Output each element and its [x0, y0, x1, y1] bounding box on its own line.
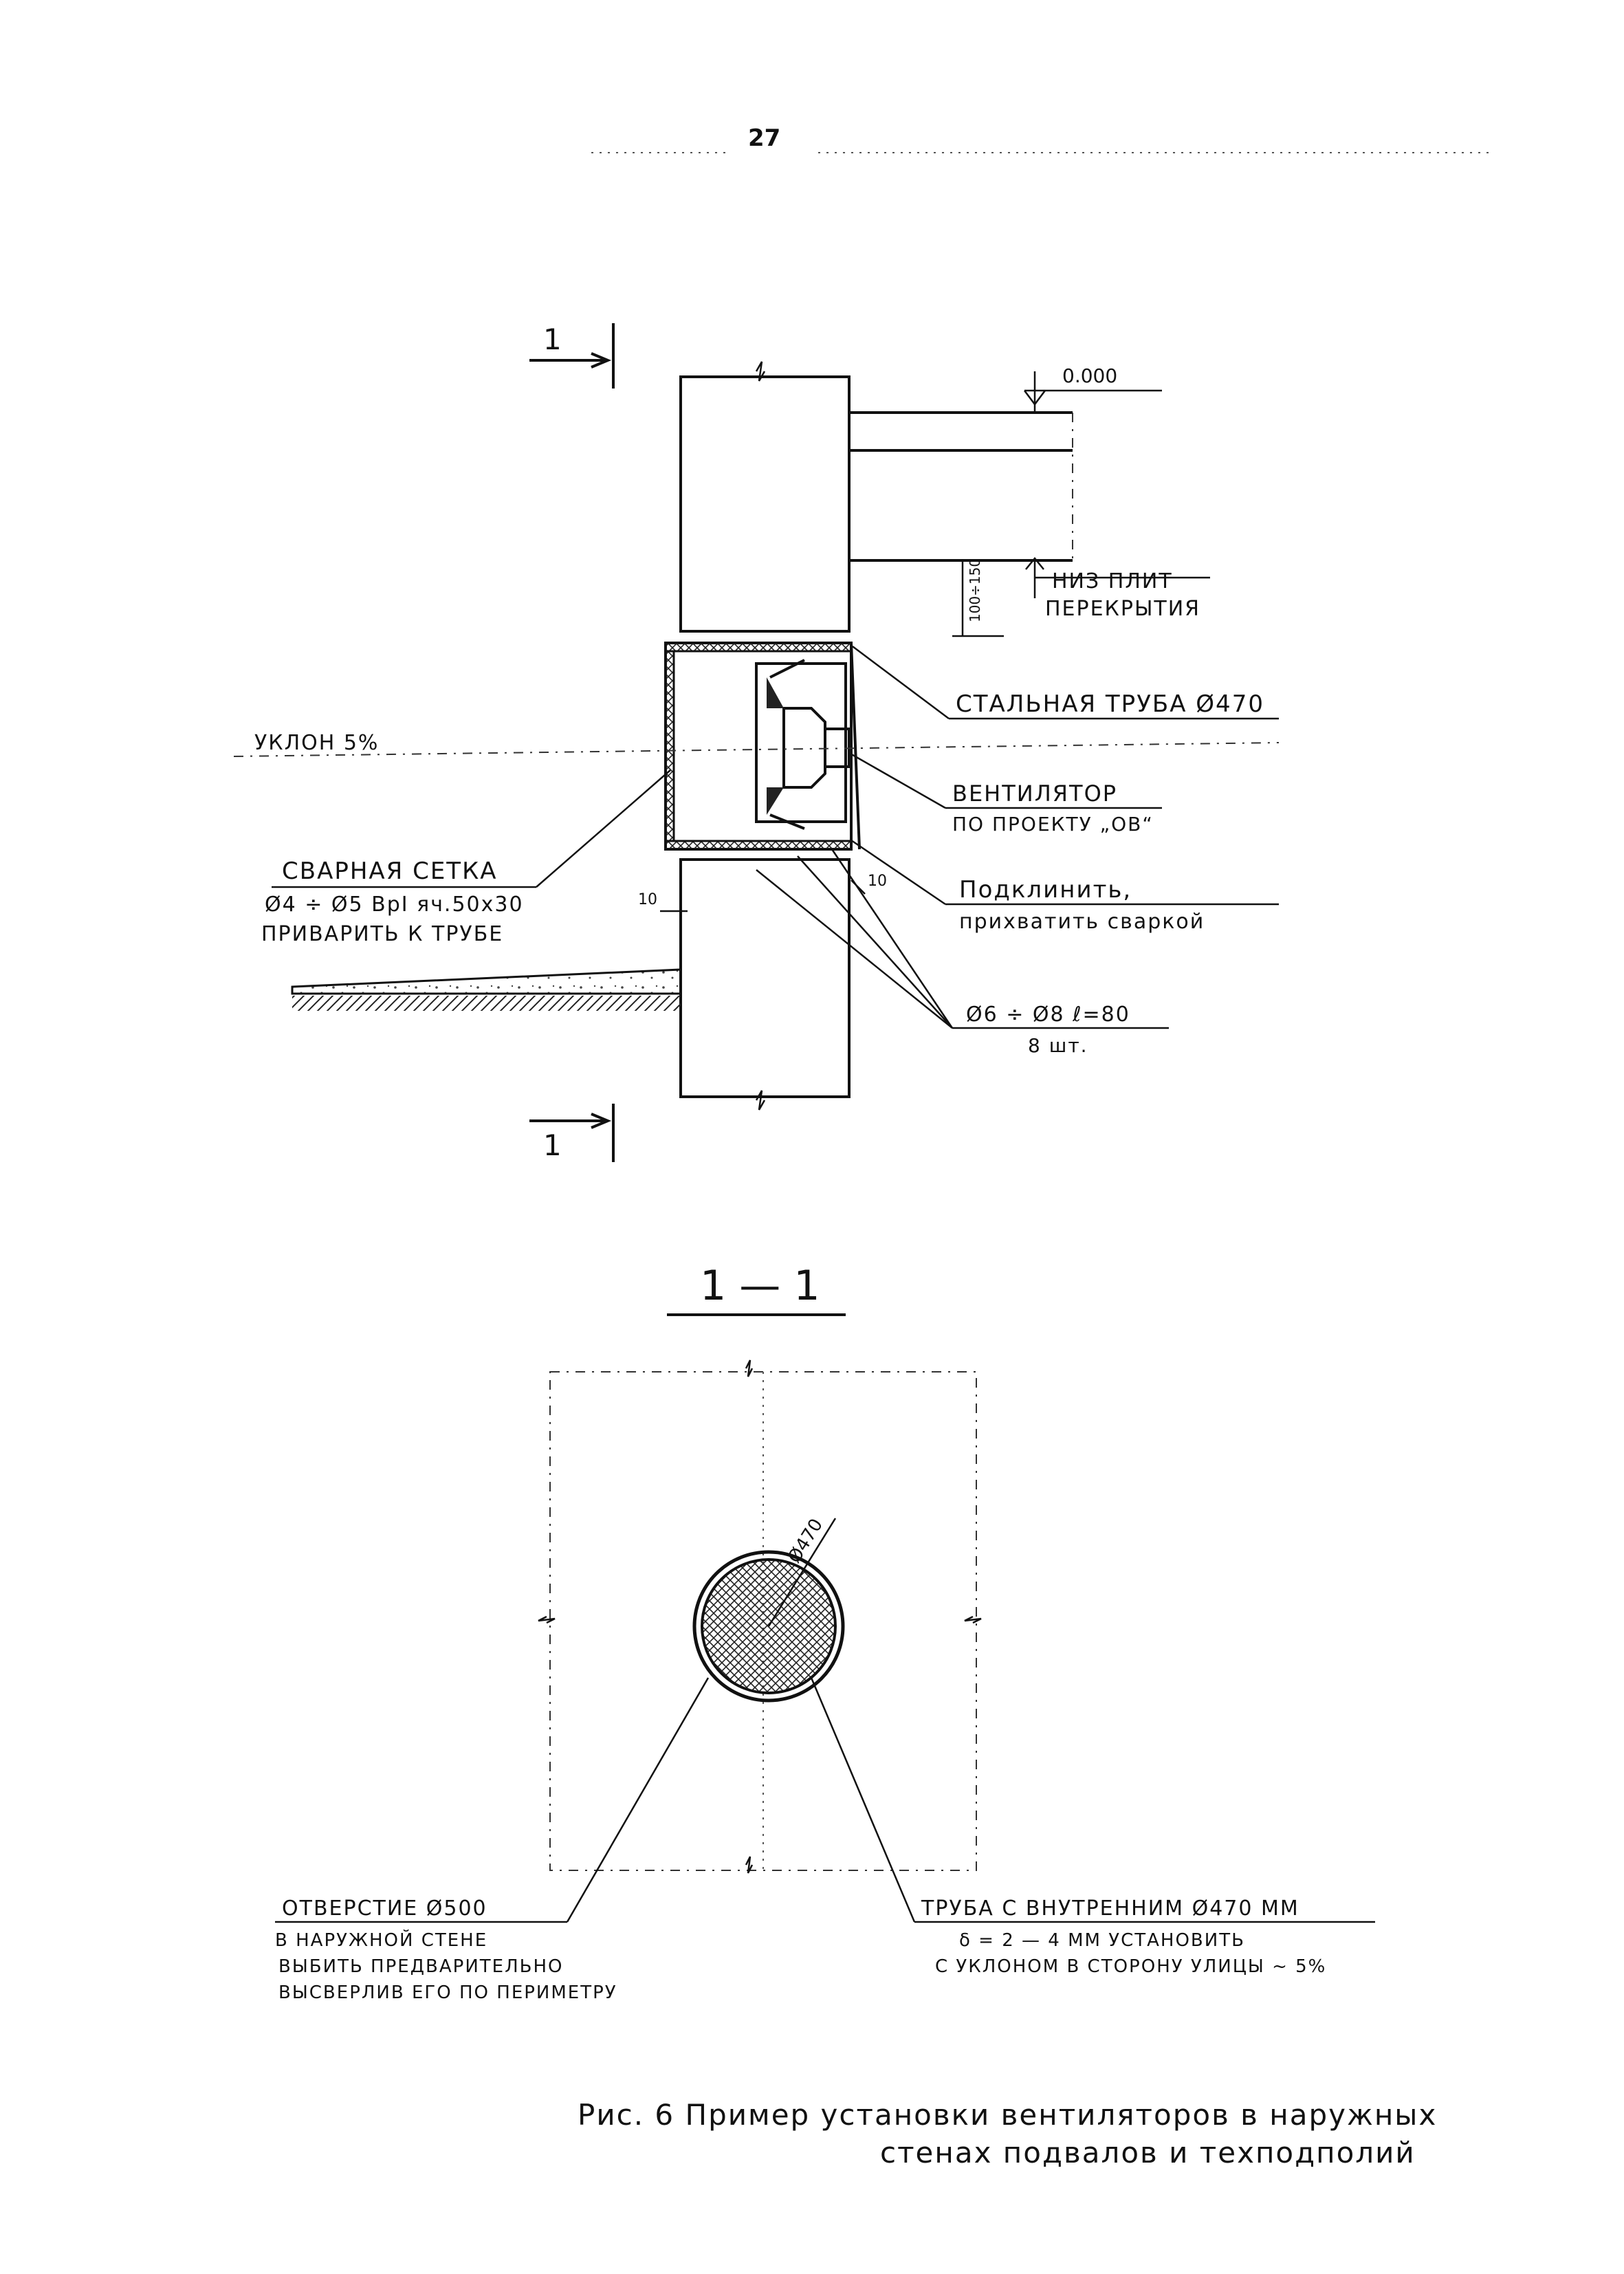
hole-label-4: ВЫСВЕРЛИВ ЕГО ПО ПЕРИМЕТРУ [278, 1982, 617, 2003]
rod-label-2: 8 шт. [1028, 1034, 1088, 1057]
fan-label-2: ПО ПРОЕКТУ „ОВ“ [952, 813, 1154, 835]
section-mark-bottom: 1 [529, 1104, 615, 1162]
wall-lower [679, 858, 851, 1098]
mesh-label-3: ПРИВАРИТЬ К ТРУБЕ [261, 922, 503, 946]
section-title: 1 — 1 [700, 1262, 820, 1310]
page-number: 27 [748, 124, 780, 152]
pipe-label-3: С УКЛОНОМ В СТОРОНУ УЛИЦЫ ~ 5% [935, 1956, 1326, 1977]
section-mark-bottom-label: 1 [543, 1128, 562, 1162]
mesh-label-2: Ø4 ÷ Ø5 ВрI яч.50х30 [265, 893, 524, 917]
slope-line [233, 742, 1280, 757]
fan-body [755, 659, 851, 830]
section-view: 1 — 1 Ø470 ОТВЕРСТИЕ Ø500 В НАРУЖНОЙ СТЕ… [275, 1262, 1375, 2003]
offset-dimension: 100÷150 [967, 558, 983, 622]
hole-label-3: ВЫБИТЬ ПРЕДВАРИТЕЛЬНО [278, 1956, 563, 1977]
wedge-label-1: Подклинить, [959, 876, 1132, 904]
leader-fan: ВЕНТИЛЯТОР ПО ПРОЕКТУ „ОВ“ [848, 752, 1162, 835]
steel-pipe-label: СТАЛЬНАЯ ТРУБА Ø470 [956, 690, 1264, 718]
rod-label-1: Ø6 ÷ Ø8 ℓ=80 [966, 1003, 1130, 1027]
slab-bottom-mark: НИЗ ПЛИТ ПЕРЕКРЫТИЯ 100÷150 [952, 557, 1210, 637]
wedge-label-2: прихватить сваркой [959, 910, 1205, 934]
gap-left-label: 10 [638, 891, 657, 908]
wall-upper [679, 375, 851, 633]
pipe-label-2: δ = 2 — 4 ММ УСТАНОВИТЬ [959, 1930, 1245, 1951]
pipe-label-1: ТРУБА С ВНУТРЕННИМ Ø470 ММ [921, 1896, 1299, 1921]
elevation-view: 1 0.000 НИЗ ПЛИТ ПЕРЕКРЫТИЯ [233, 322, 1280, 1162]
section-mark-top: 1 [529, 322, 615, 389]
ground-fill [291, 968, 682, 1011]
leader-hole: ОТВЕРСТИЕ Ø500 В НАРУЖНОЙ СТЕНЕ ВЫБИТЬ П… [275, 1677, 710, 2003]
gap-right-label: 10 [868, 873, 887, 890]
leader-wedge: Подклинить, прихватить сваркой [851, 839, 1279, 934]
slab-bottom-label-1: НИЗ ПЛИТ [1052, 569, 1173, 593]
pipe-circle: Ø470 [692, 1515, 845, 1703]
section-mark-top-label: 1 [543, 322, 562, 356]
floor-slab [849, 411, 1073, 562]
hole-label-2: В НАРУЖНОЙ СТЕНЕ [275, 1929, 487, 1951]
leader-pipe: ТРУБА С ВНУТРЕННИМ Ø470 ММ δ = 2 — 4 ММ … [810, 1677, 1375, 1977]
elevation-label: 0.000 [1062, 364, 1117, 387]
slope-label: УКЛОН 5% [254, 731, 379, 755]
leader-rods: Ø6 ÷ Ø8 ℓ=80 8 шт. [756, 849, 1169, 1057]
leader-mesh: СВАРНАЯ СЕТКА Ø4 ÷ Ø5 ВрI яч.50х30 ПРИВА… [261, 769, 671, 946]
caption-line-2: стенах подвалов и техподполий [880, 2136, 1416, 2169]
elevation-mark: 0.000 [1024, 364, 1162, 413]
mesh-label-1: СВАРНАЯ СЕТКА [282, 857, 497, 885]
figure-caption: Рис. 6 Пример установки вентиляторов в н… [578, 2098, 1437, 2169]
fan-label-1: ВЕНТИЛЯТОР [952, 780, 1117, 807]
caption-line-1: Рис. 6 Пример установки вентиляторов в н… [578, 2098, 1437, 2132]
slab-bottom-label-2: ПЕРЕКРЫТИЯ [1045, 597, 1200, 621]
hole-label-1: ОТВЕРСТИЕ Ø500 [282, 1896, 487, 1921]
gap-dimensions: 10 10 [638, 873, 887, 912]
leader-steel-pipe: СТАЛЬНАЯ ТРУБА Ø470 [852, 646, 1279, 720]
pipe-section [664, 642, 861, 851]
